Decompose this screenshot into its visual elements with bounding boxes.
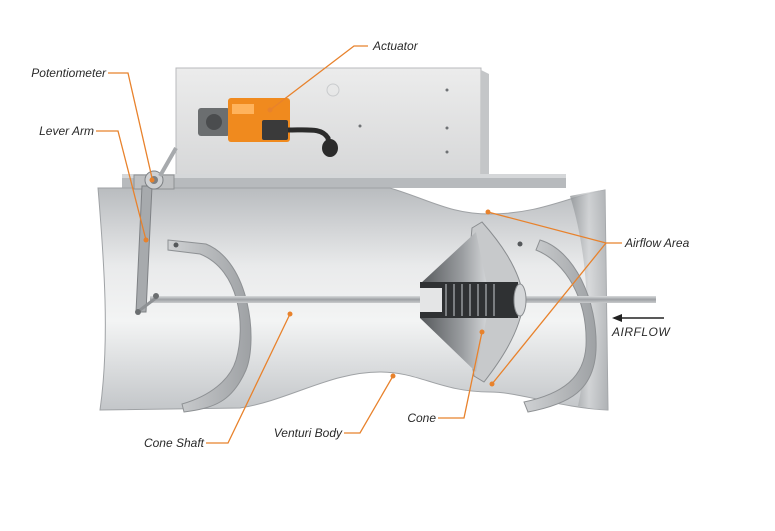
left-bracket	[167, 239, 252, 413]
leader-actuator	[269, 45, 368, 111]
dot-airflow-area-lower	[489, 381, 495, 387]
label-airflow-area: Airflow Area	[625, 236, 690, 250]
cone-assembly	[420, 221, 527, 383]
label-potentiometer: Potentiometer	[31, 66, 106, 80]
dot-cone	[479, 329, 485, 335]
label-airflow: AIRFLOW	[612, 325, 671, 339]
leader-potentiometer	[108, 72, 153, 179]
right-bracket	[517, 239, 597, 413]
leader-cone	[438, 331, 483, 419]
leader-venturi-body	[344, 375, 394, 434]
label-lever-arm: Lever Arm	[39, 124, 94, 138]
leader-lever-arm	[96, 130, 147, 241]
dot-actuator	[267, 107, 273, 113]
leader-airflow-area-lower	[491, 242, 607, 385]
dot-lever-arm	[143, 237, 149, 243]
actuator-enclosure	[122, 67, 566, 188]
airflow-arrow	[612, 314, 664, 322]
label-actuator: Actuator	[373, 39, 418, 53]
label-venturi-body: Venturi Body	[273, 426, 342, 440]
dot-cone-shaft	[287, 311, 293, 317]
dot-airflow-area-upper	[485, 209, 491, 215]
cone-shaft	[150, 296, 656, 303]
leader-cone-shaft	[206, 313, 291, 444]
dot-potentiometer	[149, 177, 155, 183]
dot-venturi-body	[390, 373, 396, 379]
label-cone: Cone	[407, 411, 436, 425]
label-cone-shaft: Cone Shaft	[143, 436, 204, 450]
actuator-motor	[198, 98, 338, 157]
